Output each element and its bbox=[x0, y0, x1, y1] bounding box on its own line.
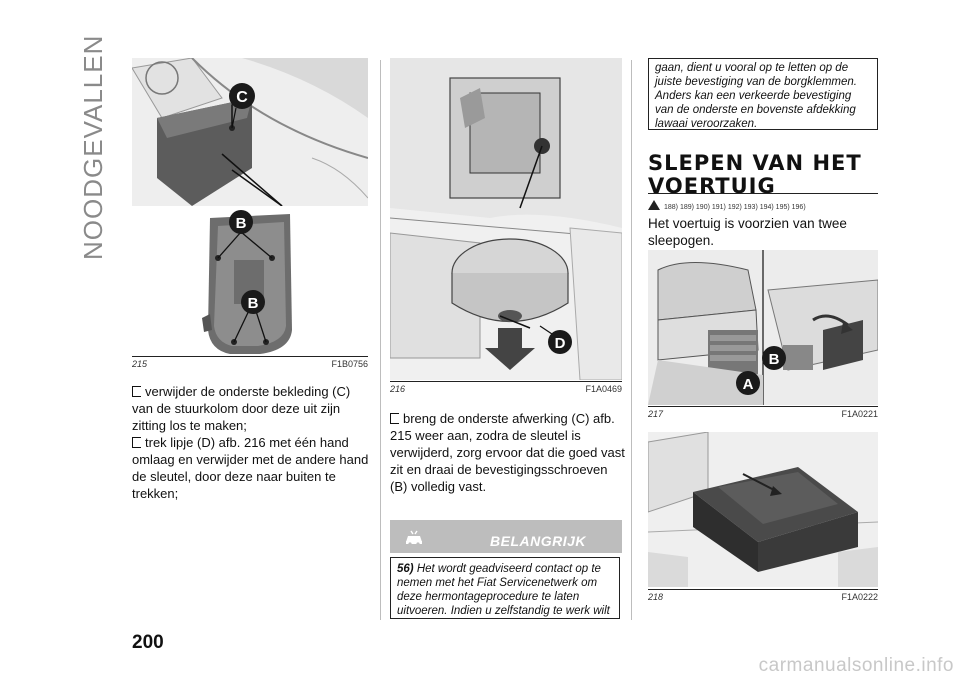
warning-refs-text: 188) 189) 190) 191) 192) 193) 194) 195) … bbox=[664, 204, 806, 211]
figure-217-rule bbox=[648, 406, 878, 407]
towing-eye-illustration: A B bbox=[648, 250, 878, 405]
label-a-callout: A bbox=[736, 371, 760, 395]
figure-217-code: F1A0221 bbox=[841, 409, 878, 419]
note-continued-text: gaan, dient u vooral op te letten op de … bbox=[655, 62, 858, 130]
label-b: B bbox=[769, 351, 780, 368]
belangrijk-title: BELANGRIJK bbox=[490, 533, 587, 549]
figure-216-number: 216 bbox=[390, 384, 406, 394]
figure-215-trim-cover: B B bbox=[200, 210, 300, 356]
note-number: 56) bbox=[397, 563, 414, 575]
column-divider-2 bbox=[631, 60, 632, 620]
column1-item2-text: trek lipje (D) afb. 216 met één hand oml… bbox=[132, 435, 369, 501]
note-box-56: 56) Het wordt geadviseerd contact op te … bbox=[390, 557, 620, 619]
label-b-top: B bbox=[236, 215, 247, 232]
intro-text: Het voertuig is voorzien van twee sleepo… bbox=[648, 216, 847, 248]
watermark: carmanualsonline.info bbox=[758, 655, 954, 676]
figure-218-rule bbox=[648, 589, 878, 590]
label-c: C bbox=[236, 89, 248, 106]
figure-217-number: 217 bbox=[648, 409, 664, 419]
column1-item1-text: verwijder de onderste bekleding (C) van … bbox=[132, 384, 351, 433]
steering-column-illustration: C bbox=[132, 58, 368, 206]
column-divider-1 bbox=[380, 60, 381, 620]
warning-triangle-icon bbox=[648, 200, 660, 210]
label-a: A bbox=[743, 376, 754, 393]
figure-217-towing-eye: A B bbox=[648, 250, 878, 405]
column2-item1-text: breng de onderste afwerking (C) afb. 215… bbox=[390, 411, 625, 494]
figure-218-code: F1A0222 bbox=[841, 592, 878, 602]
note-text: Het wordt geadviseerd contact op te neme… bbox=[397, 563, 610, 617]
figure-218-caption: 218 F1A0222 bbox=[648, 592, 878, 606]
figure-218-number: 218 bbox=[648, 592, 664, 602]
figure-215-rule bbox=[132, 356, 368, 357]
car-warning-icon bbox=[406, 530, 422, 546]
figure-216-caption: 216 F1A0469 bbox=[390, 384, 622, 398]
section-side-title: NOODGEVALLEN bbox=[78, 35, 118, 260]
figure-218-tool-case bbox=[648, 432, 878, 587]
label-b-callout: B bbox=[762, 346, 786, 370]
column1-text: verwijder de onderste bekleding (C) van … bbox=[132, 383, 372, 502]
label-d: D bbox=[555, 335, 566, 352]
label-d-callout: D bbox=[548, 330, 572, 354]
figure-216-key-removal: D bbox=[390, 58, 622, 380]
section-title-rule bbox=[648, 193, 878, 194]
belangrijk-banner: BELANGRIJK bbox=[390, 520, 622, 553]
figure-217-caption: 217 F1A0221 bbox=[648, 409, 878, 423]
column2-text: breng de onderste afwerking (C) afb. 215… bbox=[390, 410, 626, 495]
label-c-callout: C bbox=[229, 83, 255, 109]
side-title-text: NOODGEVALLEN bbox=[78, 34, 108, 260]
figure-215-steering-column-top: C bbox=[132, 58, 368, 206]
bullet-icon bbox=[132, 386, 141, 397]
figure-215-caption: 215 F1B0756 bbox=[132, 359, 368, 373]
bullet-icon bbox=[132, 437, 141, 448]
figure-216-rule bbox=[390, 381, 622, 382]
column3-intro: Het voertuig is voorzien van twee sleepo… bbox=[648, 215, 878, 249]
figure-215-code: F1B0756 bbox=[331, 359, 368, 369]
figure-215-number: 215 bbox=[132, 359, 148, 369]
key-removal-illustration: D bbox=[390, 58, 622, 380]
note-box-continued: gaan, dient u vooral op te letten op de … bbox=[648, 58, 878, 130]
trim-cover-illustration: B B bbox=[202, 210, 292, 354]
label-b-bottom-callout: B bbox=[241, 290, 265, 314]
warning-references: 188) 189) 190) 191) 192) 193) 194) 195) … bbox=[648, 200, 806, 211]
column1-item2: trek lipje (D) afb. 216 met één hand oml… bbox=[132, 434, 372, 502]
label-b-top-callout: B bbox=[229, 210, 253, 234]
page-number: 200 bbox=[132, 632, 164, 653]
figure-216-code: F1A0469 bbox=[585, 384, 622, 394]
label-b-bottom: B bbox=[248, 295, 259, 312]
tool-case-illustration bbox=[648, 432, 878, 587]
section-title: SLEPEN VAN HET VOERTUIG bbox=[648, 151, 862, 198]
bullet-icon bbox=[390, 413, 399, 424]
column2-item1: breng de onderste afwerking (C) afb. 215… bbox=[390, 410, 626, 495]
column1-item1: verwijder de onderste bekleding (C) van … bbox=[132, 383, 372, 434]
